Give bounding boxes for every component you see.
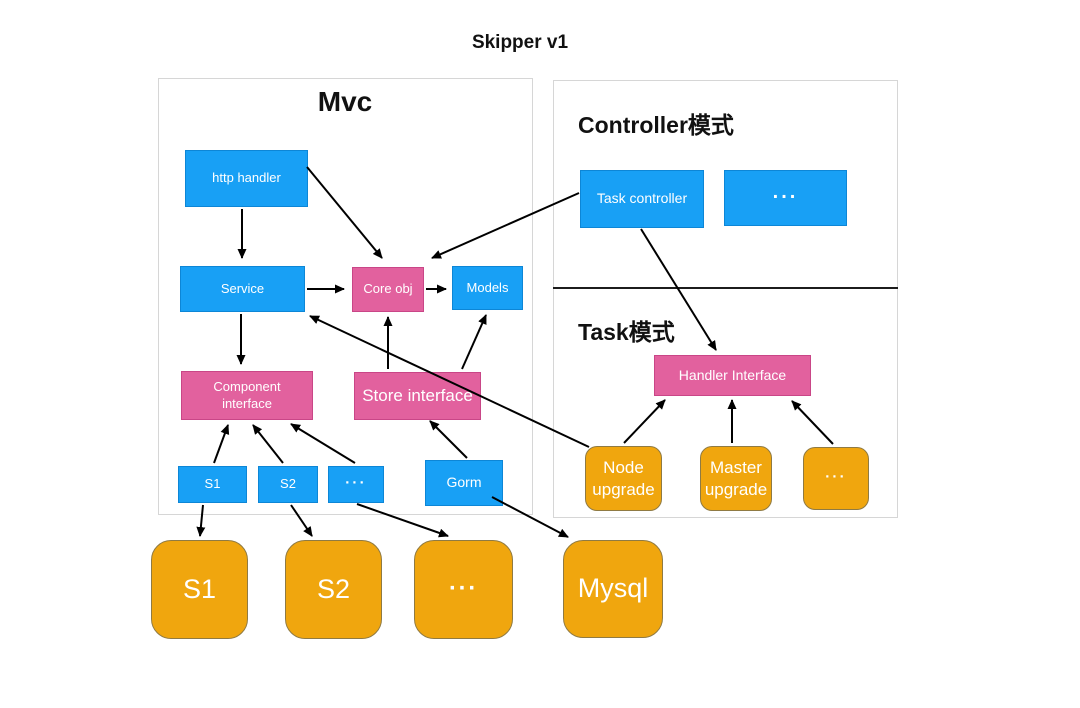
- node-s1-big: S1: [151, 540, 248, 639]
- ellipsis-label: ...: [345, 470, 367, 488]
- node-task-ellipsis: ...: [803, 447, 869, 510]
- ellipsis-label: ...: [772, 180, 799, 203]
- node-ellipsis-big: ...: [414, 540, 513, 639]
- node-models: Models: [452, 266, 523, 310]
- node-master-upgrade: Master upgrade: [700, 446, 772, 511]
- node-task-controller: Task controller: [580, 170, 704, 228]
- node-s2-small: S2: [258, 466, 318, 503]
- node-ellipsis-small: ...: [328, 466, 384, 503]
- node-http-handler: http handler: [185, 150, 308, 207]
- node-node-upgrade: Node upgrade: [585, 446, 662, 511]
- node-s2-big: S2: [285, 540, 382, 639]
- task-section-title: Task模式: [578, 319, 675, 345]
- panel-divider-line: [553, 287, 898, 289]
- node-controller-ellipsis: ...: [724, 170, 847, 226]
- controller-section-title: Controller模式: [578, 112, 734, 138]
- node-component-interface: Component interface: [181, 371, 313, 420]
- ellipsis-label: ...: [448, 568, 478, 595]
- node-s1-small: S1: [178, 466, 247, 503]
- node-service: Service: [180, 266, 305, 312]
- node-handler-interface: Handler Interface: [654, 355, 811, 396]
- ellipsis-label: ...: [825, 464, 847, 482]
- page-title: Skipper v1: [471, 32, 569, 53]
- node-core-obj: Core obj: [352, 267, 424, 312]
- node-gorm: Gorm: [425, 460, 503, 506]
- node-store-interface: Store interface: [354, 372, 481, 420]
- controller-task-panel: [553, 80, 898, 518]
- mvc-panel-title: Mvc: [317, 86, 373, 117]
- node-mysql: Mysql: [563, 540, 663, 638]
